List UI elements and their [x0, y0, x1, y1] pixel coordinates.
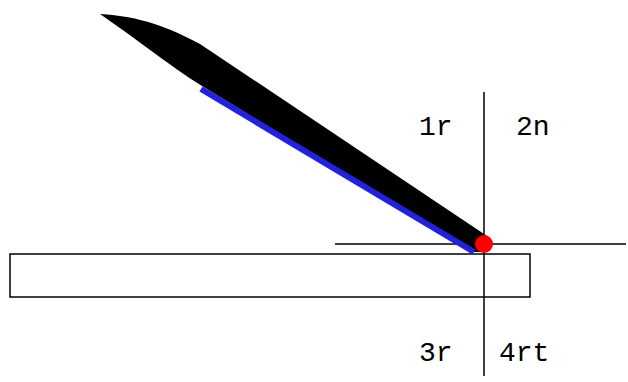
- quadrant-label: 3r: [417, 340, 455, 368]
- work-bar: [10, 254, 530, 297]
- quadrant-label: 4rt: [497, 340, 551, 368]
- quadrant-label: 2n: [514, 114, 552, 142]
- pivot-point: [475, 235, 493, 253]
- blade-edge: [201, 89, 474, 252]
- quadrant-label: 1r: [417, 114, 455, 142]
- blade: [100, 14, 490, 252]
